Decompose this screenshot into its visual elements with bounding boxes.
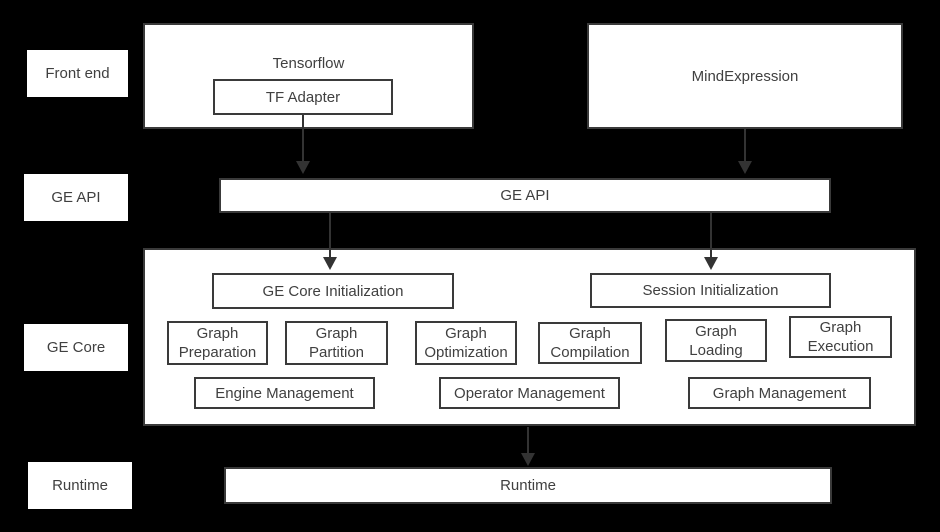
graph-preparation-box: Graph Preparation xyxy=(167,321,268,365)
graph-compilation-box: Graph Compilation xyxy=(538,322,642,364)
side-label-ge-api: GE API xyxy=(24,174,128,221)
graph-management-box: Graph Management xyxy=(688,377,871,409)
tf-adapter-box: TF Adapter xyxy=(213,79,393,115)
engine-management-box: Engine Management xyxy=(194,377,375,409)
mindexpression-box: MindExpression xyxy=(587,23,903,129)
arrow-mindexpression-to-ge-api xyxy=(738,129,752,174)
side-label-front-end: Front end xyxy=(27,50,128,97)
tensorflow-title: Tensorflow xyxy=(272,55,345,72)
graph-partition-box: Graph Partition xyxy=(285,321,388,365)
side-label-ge-core: GE Core xyxy=(24,324,128,371)
graph-optimization-box: Graph Optimization xyxy=(415,321,517,365)
arrow-ge-api-to-session-initialization xyxy=(704,213,718,270)
graph-loading-box: Graph Loading xyxy=(665,319,767,362)
arrow-tf-adapter-to-ge-api xyxy=(296,115,310,174)
ge-core-initialization-box: GE Core Initialization xyxy=(212,273,454,309)
graph-execution-box: Graph Execution xyxy=(789,316,892,358)
arrow-ge-api-to-ge-core-initialization xyxy=(323,213,337,270)
tensorflow-box: Tensorflow TF Adapter xyxy=(143,23,474,129)
ge-api-bar: GE API xyxy=(219,178,831,213)
arrow-ge-core-to-runtime xyxy=(521,427,535,466)
operator-management-box: Operator Management xyxy=(439,377,620,409)
session-initialization-box: Session Initialization xyxy=(590,273,831,308)
runtime-bar: Runtime xyxy=(224,467,832,504)
side-label-runtime: Runtime xyxy=(28,462,132,509)
